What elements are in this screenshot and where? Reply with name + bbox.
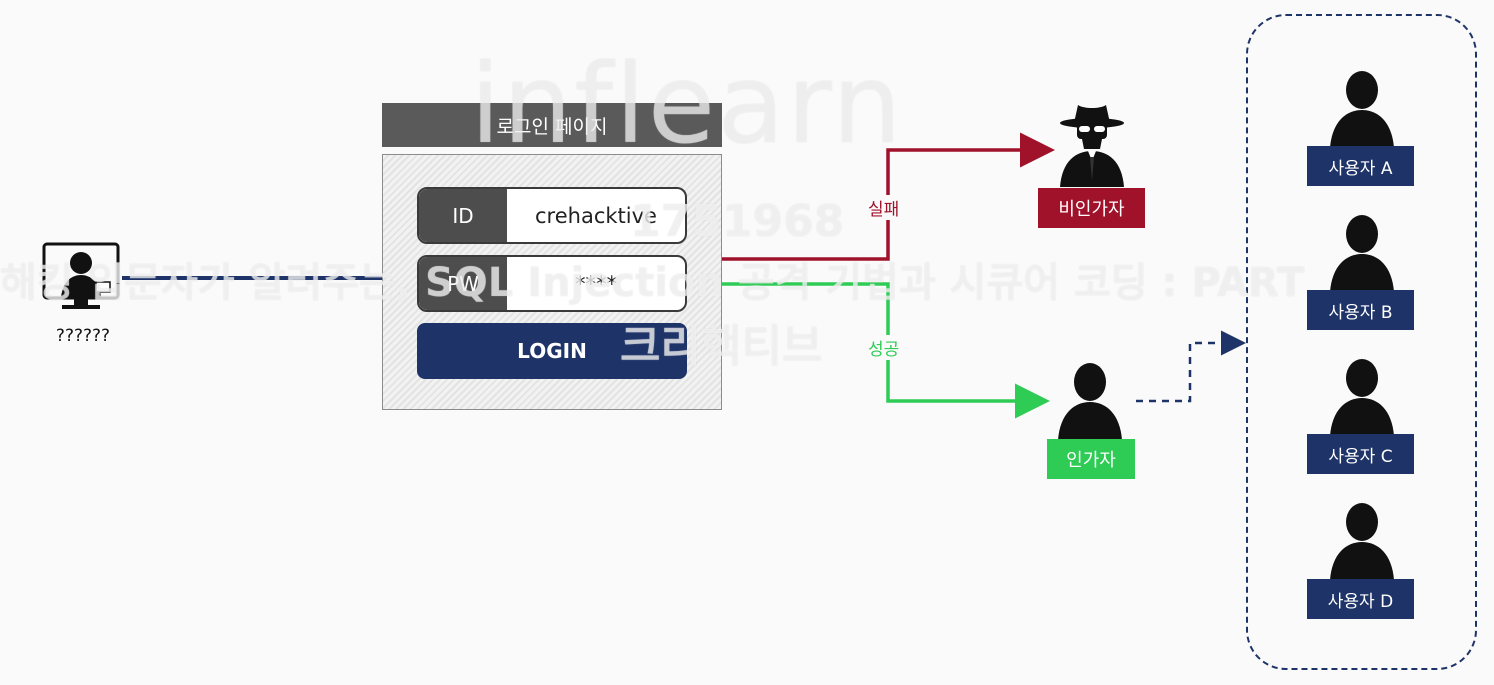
authorized-badge: 인가자: [1047, 439, 1135, 479]
user-d-label: 사용자 D: [1307, 579, 1414, 619]
pw-field[interactable]: PW ****: [417, 255, 687, 312]
fail-label: 실패: [866, 195, 902, 220]
login-page-title: 로그인 페이지: [382, 103, 722, 147]
id-label: ID: [419, 189, 507, 242]
spy-icon: [1058, 101, 1126, 187]
login-button[interactable]: LOGIN: [417, 323, 687, 379]
user-group-box: [1246, 14, 1477, 670]
id-value: crehacktive: [535, 203, 657, 228]
user-c-label: 사용자 C: [1307, 434, 1414, 474]
authorized-person-icon: [1058, 362, 1122, 440]
user-b-label: 사용자 B: [1307, 290, 1414, 330]
id-field[interactable]: ID crehacktive: [417, 187, 687, 244]
user-b-icon: [1330, 214, 1394, 292]
user-c-icon: [1330, 358, 1394, 436]
pw-value: ****: [575, 271, 617, 296]
attacker-label: ??????: [55, 326, 111, 346]
success-label: 성공: [866, 335, 902, 360]
user-d-icon: [1330, 502, 1394, 580]
unauthorized-badge: 비인가자: [1038, 188, 1145, 228]
access-arrow: [1136, 330, 1246, 403]
attacker-computer-icon: [42, 241, 122, 313]
pw-label: PW: [419, 257, 507, 310]
user-a-icon: [1330, 70, 1394, 148]
user-a-label: 사용자 A: [1307, 146, 1414, 186]
